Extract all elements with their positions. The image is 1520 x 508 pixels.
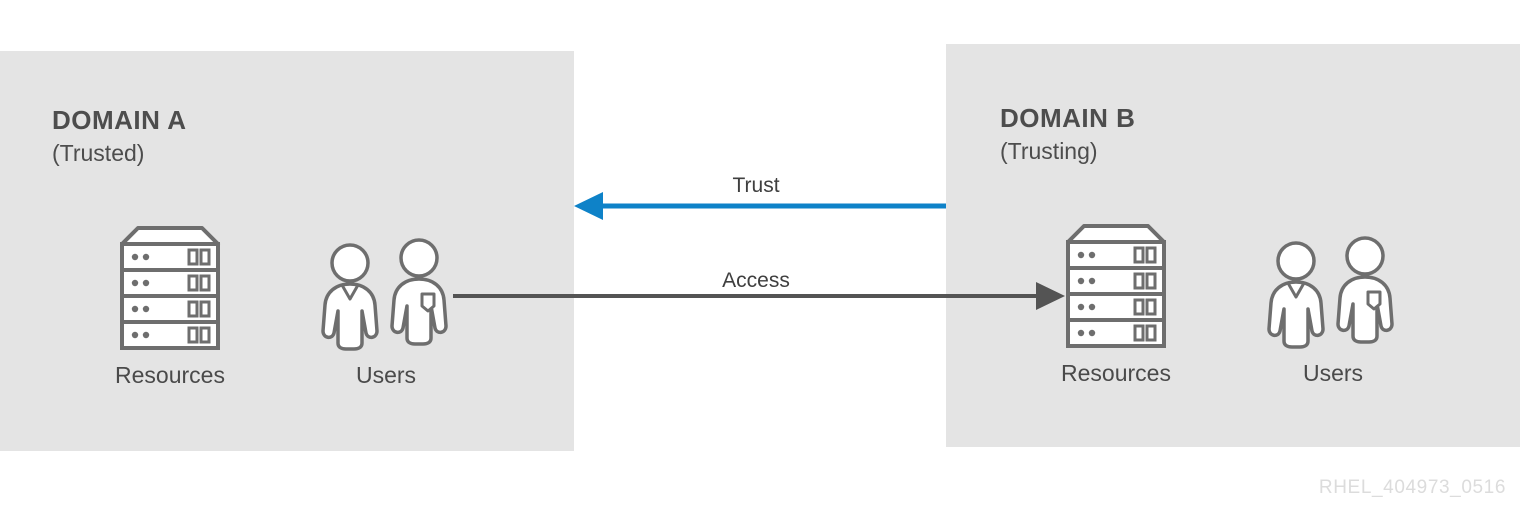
domain-a-resources-label: Resources (115, 362, 225, 388)
domain-a-users-label: Users (355, 362, 417, 388)
domain-b-subtitle: (Trusting) (1000, 138, 1098, 164)
access-arrow-label: Access (722, 269, 790, 292)
domain-b-resources-label: Resources (1061, 360, 1171, 386)
domain-b-users-label: Users (1302, 360, 1364, 386)
trust-arrow-label: Trust (732, 174, 780, 197)
domain-a-subtitle: (Trusted) (52, 140, 145, 166)
domain-a-panel (0, 51, 574, 451)
domain-a-title: DOMAIN A (52, 105, 187, 135)
domain-b-panel (946, 44, 1520, 447)
watermark-text: RHEL_404973_0516 (1318, 477, 1506, 498)
domain-b-title: DOMAIN B (1000, 103, 1136, 133)
